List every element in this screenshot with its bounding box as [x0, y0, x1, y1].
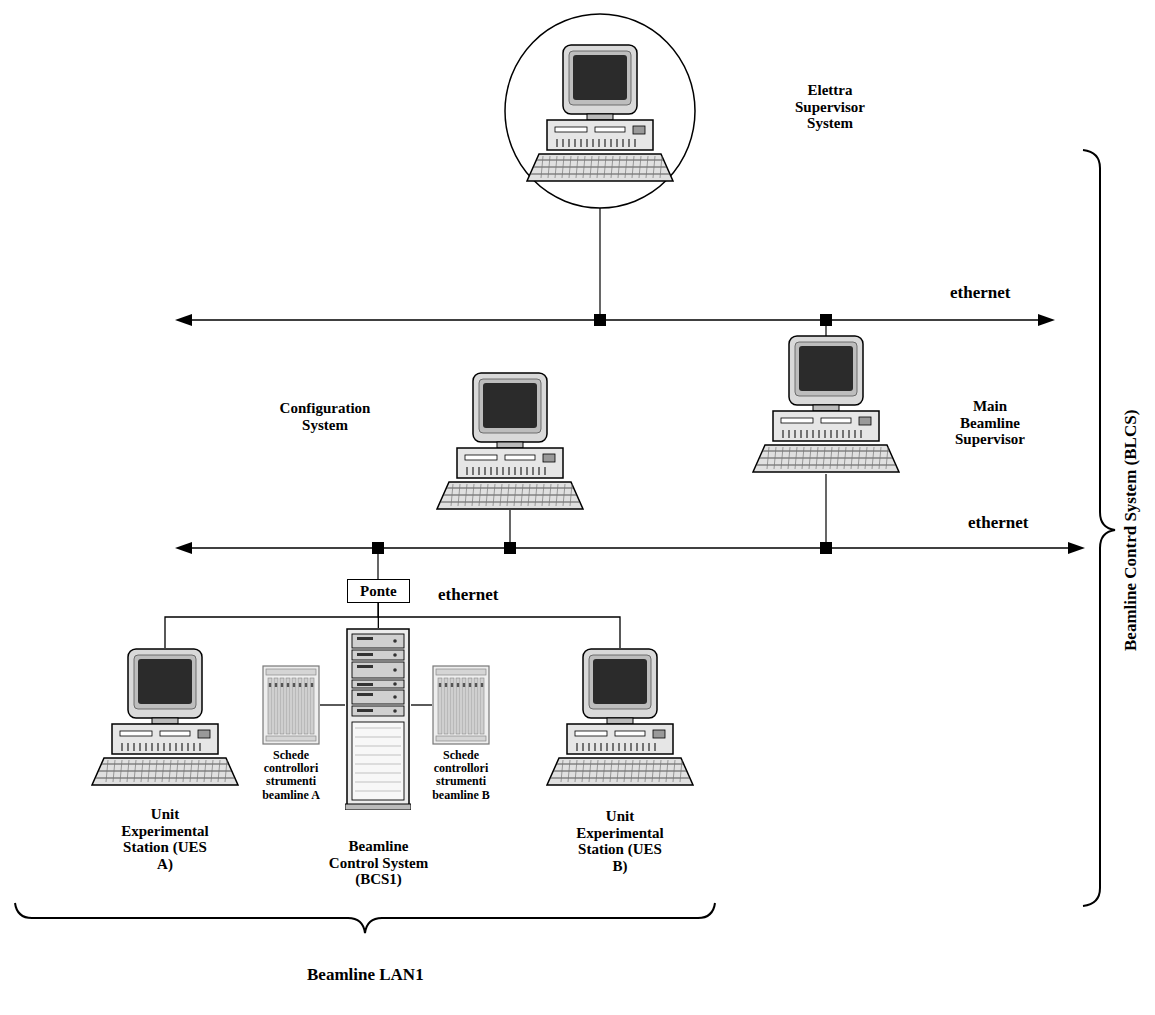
node-label: Unit Experimental Station (UES B) [570, 808, 670, 874]
bracket [1083, 150, 1115, 906]
computer-icon [545, 648, 695, 788]
bus-tap [825, 474, 826, 548]
ethernet-bus [188, 547, 1072, 549]
group-label: Beamline LAN1 [307, 966, 424, 985]
bus-junction [820, 542, 832, 554]
workstation: Configuration System [435, 372, 585, 512]
bus-junction [820, 314, 832, 326]
node-label: Elettra Supervisor System [785, 82, 875, 132]
controller-rack: Schede controllori strumenti beamline A [262, 665, 320, 745]
network-label: ethernet [968, 514, 1028, 533]
supervisor-circle-outline [503, 12, 697, 210]
bus-arrowhead [175, 314, 192, 326]
workstation: Unit Experimental Station (UES A) [90, 648, 240, 788]
network-label: ethernet [950, 284, 1010, 303]
computer-icon [751, 335, 901, 475]
node-label: Beamline Control System (BCS1) [326, 838, 431, 888]
network-cable [378, 603, 620, 648]
node-label: Schede controllori strumenti beamline A [255, 749, 327, 802]
computer-icon [527, 45, 673, 181]
controller-rack: Schede controllori strumenti beamline B [432, 665, 490, 745]
workstation: Main Beamline Supervisor [751, 335, 901, 475]
bus-arrowhead [1038, 314, 1055, 326]
network-cable [411, 704, 432, 705]
bus-junction [594, 314, 606, 326]
bus-arrowhead [1068, 542, 1085, 554]
bracket [15, 903, 715, 933]
card-cage-icon [262, 665, 320, 745]
network-cable [320, 704, 345, 705]
ethernet-bus [188, 319, 1042, 321]
control-rack: Beamline Control System (BCS1) [345, 628, 411, 810]
bus-junction [372, 542, 384, 554]
bus-tap [599, 208, 600, 320]
bridge-label: Ponte [348, 580, 409, 602]
bus-arrowhead [175, 542, 192, 554]
computer-icon [435, 372, 585, 512]
bus-junction [504, 542, 516, 554]
node-label: Main Beamline Supervisor [945, 398, 1035, 448]
rack-icon [345, 628, 411, 810]
bridge-box: Ponte [347, 579, 410, 603]
system-label: Beamline Contrd System (BLCS) [1122, 410, 1141, 651]
supervisor-circle: Elettra Supervisor System [503, 12, 697, 210]
network-label: ethernet [438, 586, 498, 605]
node-label: Schede controllori strumenti beamline B [425, 749, 497, 802]
computer-icon [90, 648, 240, 788]
node-label: Unit Experimental Station (UES A) [115, 806, 215, 872]
node-label: Configuration System [270, 400, 380, 433]
card-cage-icon [432, 665, 490, 745]
workstation: Unit Experimental Station (UES B) [545, 648, 695, 788]
